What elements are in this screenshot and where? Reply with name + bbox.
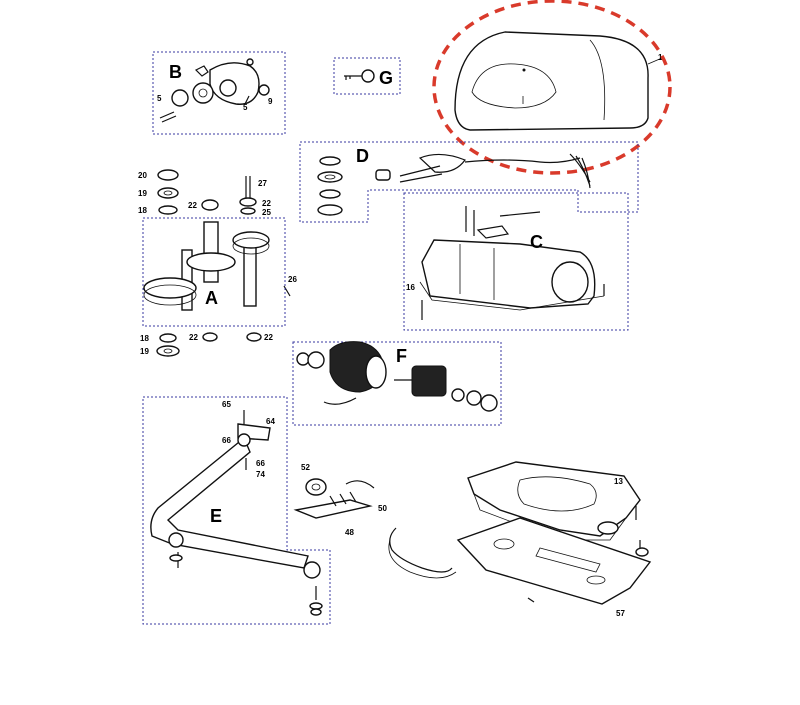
part-number: 50 [378, 504, 387, 513]
switch-assembly [375, 153, 591, 189]
part-number: 65 [222, 400, 231, 409]
bearing-stack [317, 156, 343, 216]
part-number: 16 [406, 283, 415, 292]
label-f: F [396, 346, 407, 366]
part-number: 22 [188, 201, 197, 210]
label-c: C [530, 232, 543, 252]
part-number: 22 [189, 333, 198, 342]
part-number: 27 [258, 179, 267, 188]
group-c: C 16 [403, 192, 629, 331]
label-d: D [356, 146, 369, 166]
group-e: E 65 64 66 66 74 [142, 396, 331, 625]
motor-parts [296, 341, 498, 412]
part-number: 13 [614, 477, 623, 486]
group-b-frame [152, 51, 286, 135]
group-g-frame [333, 57, 401, 95]
bracket-assembly [293, 478, 457, 579]
loose-parts-lower [156, 332, 262, 357]
part-number: 19 [138, 189, 147, 198]
part-number: 1 [658, 53, 663, 62]
arm-assembly [150, 410, 323, 616]
part-number: 22 [262, 199, 271, 208]
base-housing [467, 461, 649, 557]
part-number: 66 [256, 459, 265, 468]
part-number: 22 [264, 333, 273, 342]
part-number: 64 [266, 417, 275, 426]
gear-housing [419, 206, 605, 320]
label-g: G [379, 68, 393, 88]
part-number: 5 [243, 103, 248, 112]
group-c-frame [403, 192, 629, 331]
part-number: 25 [262, 208, 271, 217]
highlight-circle [432, 0, 672, 175]
group-b: B 5 5 9 [152, 51, 286, 135]
group-f-frame [292, 341, 502, 426]
part-number: 20 [138, 171, 147, 180]
part-number: 18 [138, 206, 147, 215]
part-number: 18 [140, 334, 149, 343]
label-b: B [169, 62, 182, 82]
part-number: 52 [301, 463, 310, 472]
part-number: 19 [140, 347, 149, 356]
group-e-frame [142, 396, 331, 625]
group-d-frame [299, 141, 639, 223]
part-number: 9 [268, 97, 273, 106]
loose-parts [157, 169, 291, 297]
label-e: E [210, 506, 222, 526]
group-g: G [333, 57, 401, 95]
part-number: 48 [345, 528, 354, 537]
lock-assembly [159, 58, 270, 123]
key-icon [344, 69, 375, 83]
part-number: 57 [616, 609, 625, 618]
cover-part: 1 [454, 31, 663, 131]
label-a: A [205, 288, 218, 308]
part-number: 74 [256, 470, 265, 479]
base-plate [456, 517, 652, 605]
group-f: F [292, 341, 502, 426]
part-number: 66 [222, 436, 231, 445]
gear-train [143, 221, 270, 311]
group-a-frame [142, 217, 286, 327]
group-d: D [299, 141, 639, 223]
part-number: 5 [157, 94, 162, 103]
part-number: 26 [288, 275, 297, 284]
group-a: A [142, 217, 286, 327]
